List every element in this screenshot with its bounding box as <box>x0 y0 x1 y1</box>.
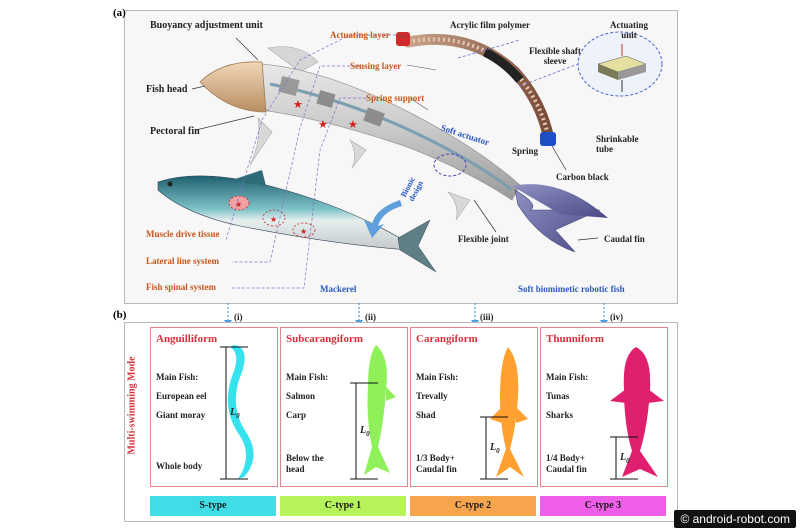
length-symbol: L <box>230 407 237 418</box>
mode-fish-a-2: Salmon <box>286 391 316 401</box>
length-symbol: L <box>360 425 367 436</box>
label-spring: Spring <box>512 146 539 156</box>
svg-text:★: ★ <box>235 200 242 209</box>
mode-tag-4: C-type 3 <box>540 496 666 516</box>
mode-title-1: Anguilliform <box>156 333 218 345</box>
mode-title-4: Thunniform <box>546 333 605 345</box>
actuator-red-cap <box>396 32 410 46</box>
side-title: Multi-swimming Mode <box>126 356 138 455</box>
label-buoyancy: Buoyancy adjustment unit <box>150 20 263 31</box>
mode-card-2 <box>280 327 408 487</box>
robot-body <box>261 63 521 201</box>
mode-fish-2 <box>350 345 396 480</box>
mode-tag-3: C-type 2 <box>410 496 536 516</box>
label-lateral-line: Lateral line system <box>146 256 219 266</box>
mode-roman-2: (ii) <box>365 312 376 322</box>
mode-fish-4 <box>610 347 664 480</box>
watermark: © android-robot.com <box>674 510 796 528</box>
label-spinal: Fish spinal system <box>146 282 217 292</box>
panel-a-label: (a) <box>113 7 126 19</box>
label-fish-head: Fish head <box>146 84 188 95</box>
label-acrylic: Acrylic film polymer <box>450 20 530 30</box>
robot-dorsal-fin <box>267 46 319 73</box>
length-symbol: L <box>490 442 497 453</box>
length-label-3: L0 <box>490 442 500 455</box>
mode-tag-1: S-type <box>150 496 276 516</box>
robot-head <box>199 61 267 113</box>
label-robot-fish: Soft biomimetic robotic fish <box>518 284 625 294</box>
mode-main-1: Main Fish: <box>156 372 199 382</box>
mode-fish-3 <box>480 347 528 480</box>
shrinkable-tube-cap <box>540 132 556 146</box>
svg-text:★: ★ <box>348 119 358 131</box>
mode-main-2: Main Fish: <box>286 372 329 382</box>
mode-main-3: Main Fish: <box>416 372 459 382</box>
robot-pectoral-fin <box>249 117 273 166</box>
label-shaft-sleeve: Flexible shaft sleeve <box>529 46 581 66</box>
svg-text:★: ★ <box>293 99 303 111</box>
mode-main-4: Main Fish: <box>546 372 589 382</box>
label-shrinkable-tube: Shrinkable tube <box>596 134 639 154</box>
mode-title-2: Subcarangiform <box>286 333 363 345</box>
length-subscript: 0 <box>236 412 240 420</box>
mode-region-3: 1/3 Body+ Caudal fin <box>416 453 457 475</box>
label-spring-support: Spring support <box>366 93 425 103</box>
mode-fish-1 <box>220 345 254 480</box>
robot-caudal-fin <box>514 189 601 253</box>
bionic-design-arrow <box>364 200 402 238</box>
label-mackerel: Mackerel <box>320 284 357 294</box>
mode-region-4: 1/4 Body+ Caudal fin <box>546 453 587 475</box>
length-subscript: 0 <box>366 430 370 438</box>
mode-fish-b-3: Shad <box>416 410 436 420</box>
label-carbon-black: Carbon black <box>556 172 609 182</box>
mode-fish-a-3: Trevally <box>416 391 448 401</box>
mode-tag-2: C-type 1 <box>280 496 406 516</box>
label-actuating-layer: Actuating layer <box>330 30 390 40</box>
length-subscript: 0 <box>626 457 630 465</box>
mode-region-1: Whole body <box>156 461 203 471</box>
mode-fish-a-1: European eel <box>156 391 207 401</box>
mode-fish-b-2: Carp <box>286 410 306 420</box>
label-muscle-drive: Muscle drive tissue <box>146 229 220 239</box>
length-subscript: 0 <box>496 447 500 455</box>
label-actuating-unit: Actuating unit <box>610 20 648 40</box>
mode-fish-b-1: Giant moray <box>156 410 206 420</box>
mode-card-1 <box>150 327 278 487</box>
svg-text:★: ★ <box>318 119 328 131</box>
label-pectoral-fin: Pectoral fin <box>150 126 200 137</box>
mode-fish-a-4: Tunas <box>546 391 570 401</box>
panel-b-label: (b) <box>113 309 127 321</box>
length-symbol: L <box>620 452 627 463</box>
length-label-2: L0 <box>360 425 370 438</box>
label-flexible-joint: Flexible joint <box>458 234 509 244</box>
svg-text:★: ★ <box>270 215 277 224</box>
mode-roman-4: (iv) <box>610 312 623 322</box>
soft-actuator-marker <box>433 153 467 177</box>
mackerel-tail <box>397 219 437 273</box>
label-caudal-fin: Caudal fin <box>604 234 645 244</box>
label-sensing-layer: Sensing layer <box>350 61 402 71</box>
length-label-1: L0 <box>230 407 240 420</box>
length-label-4: L0 <box>620 452 630 465</box>
mode-title-3: Carangiform <box>416 333 478 345</box>
mode-fish-b-4: Sharks <box>546 410 574 420</box>
mode-region-2: Below the head <box>286 453 324 475</box>
mode-roman-3: (iii) <box>480 312 494 322</box>
mode-roman-1: (i) <box>234 312 243 322</box>
svg-text:★: ★ <box>300 227 307 236</box>
